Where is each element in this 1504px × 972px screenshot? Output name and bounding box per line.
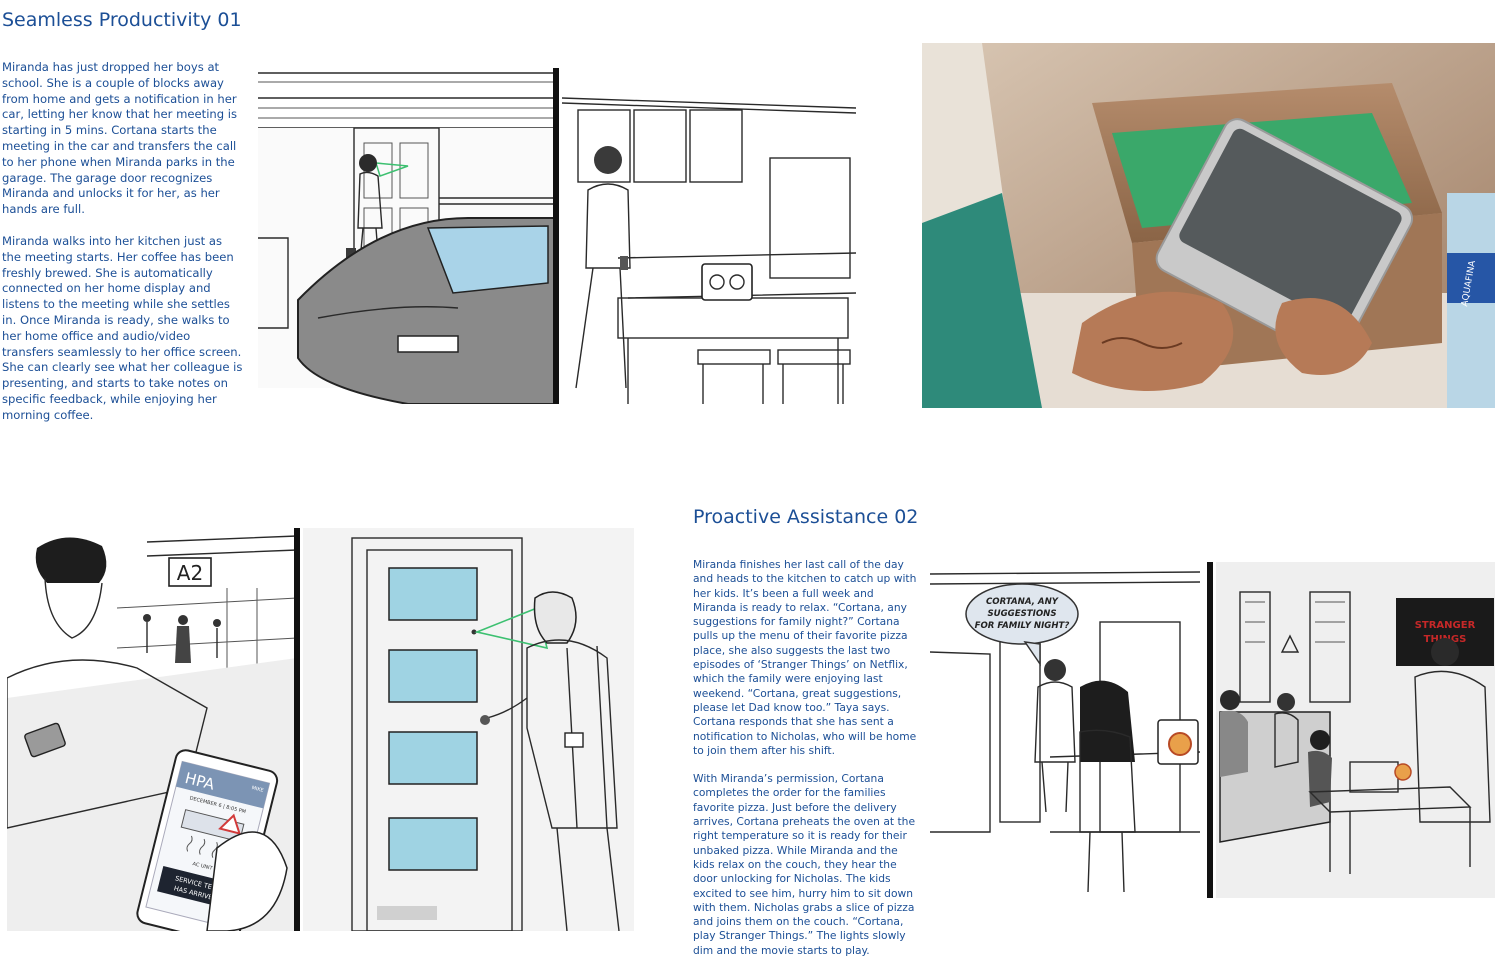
airport-service-tech-illustration: A2 HPA MIKE DECEMBER 6 | 8:05 PM AC UNIT xyxy=(7,528,634,931)
section-1-text: Miranda has just dropped her boys at sch… xyxy=(2,60,244,440)
section-1-paragraph-1: Miranda has just dropped her boys at sch… xyxy=(2,60,238,217)
device-unboxing-photo: AQUAFINA xyxy=(922,43,1495,408)
garage-kitchen-illustration xyxy=(258,68,856,404)
section-title-seamless-productivity: Seamless Productivity 01 xyxy=(2,9,242,31)
section-2-paragraph-2: With Miranda’s permission, Cortana compl… xyxy=(693,772,916,957)
phone-user-name: MIKE xyxy=(251,785,264,794)
family-night-illustration: CORTANA, ANY SUGGESTIONS FOR FAMILY NIGH… xyxy=(930,562,1495,898)
speech-bubble-line-1: CORTANA, ANY xyxy=(986,597,1059,607)
gate-sign-text: A2 xyxy=(177,561,203,585)
tv-title-line-1: STRANGER xyxy=(1415,620,1476,631)
speech-bubble-line-2: SUGGESTIONS xyxy=(987,609,1056,619)
phone-caption: AC UNIT xyxy=(192,861,214,872)
section-1-paragraph-2: Miranda walks into her kitchen just as t… xyxy=(2,233,243,422)
section-2-paragraph-1: Miranda finishes her last call of the da… xyxy=(693,558,917,757)
section-title-proactive-assistance: Proactive Assistance 02 xyxy=(693,506,919,528)
warning-icon xyxy=(218,813,241,835)
speech-bubble-line-3: FOR FAMILY NIGHT? xyxy=(975,621,1070,631)
section-2-text: Miranda finishes her last call of the da… xyxy=(693,558,919,972)
